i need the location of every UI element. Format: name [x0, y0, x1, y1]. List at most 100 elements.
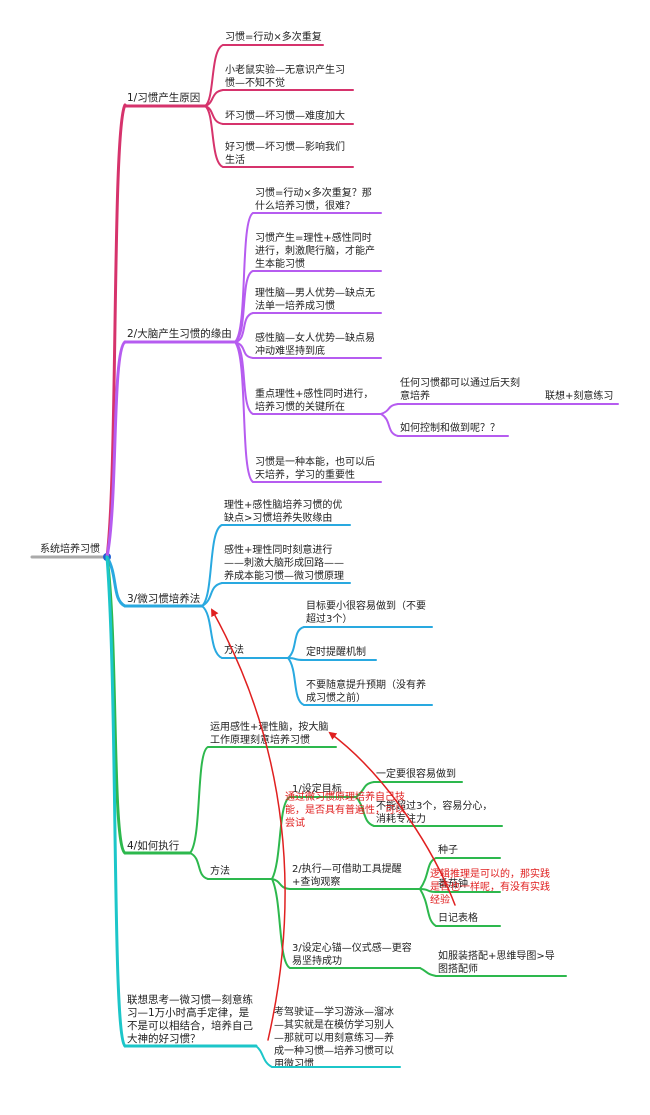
branch-label: 联想思考—微习惯—刻意练习—1万小时高手定律，是不是可以相结合，培养自己大神的好… [127, 993, 253, 1045]
note-text: 通过微习惯原理培养自己技能，是否具有普遍性，可以尝试 [285, 790, 405, 829]
method-reminder[interactable]: 定时提醒机制 [303, 645, 377, 661]
arrow-to-micro-habit [211, 608, 286, 1041]
connector [204, 89, 224, 107]
topic-apply-brain[interactable]: 运用感性+理性脑，按大脑工作原理刻意培养习惯 [207, 720, 337, 748]
branch-label: 4/如何执行 [127, 839, 180, 852]
topic-text: 如何控制和做到呢？？ [400, 421, 500, 434]
topic-rational-emotional[interactable]: 习惯产生=理性+感性同时进行，刺激爬行脑，才能产生本能习惯 [252, 231, 382, 272]
topic-text: 习惯是一种本能，也可以后天培养，学习的重要性 [255, 455, 375, 481]
goal-easy[interactable]: 一定要很容易做到 [373, 767, 463, 783]
topic-text: 方法 [224, 643, 244, 656]
topic-pros-cons[interactable]: 理性+感性脑培养习惯的优缺点>习惯培养失败缘由 [221, 498, 351, 526]
topic-emotional-brain[interactable]: 感性脑—女人优势—缺点易冲动难坚持到底 [252, 331, 382, 359]
connector [204, 105, 224, 168]
annotation-note-2: 逻辑推理是可以的，那实践是否也一样呢，有没有实践经验 [430, 867, 550, 906]
connector [419, 967, 437, 977]
connector [355, 781, 375, 798]
topic-text: 理性脑—男人优势—缺点无法单一培养成习惯 [255, 286, 375, 312]
method-set-goal[interactable]: 1/设定目标 [289, 782, 357, 798]
connector [271, 796, 291, 880]
topic-text: 考驾驶证—学习游泳—溜冰—其实就是在模仿学习别人—那就可以用刻意练习—养成一种习… [274, 1005, 394, 1070]
connector [234, 212, 254, 343]
topic-text: 不要随意提升预期（没有养成习惯之前） [306, 678, 426, 704]
tool-seed[interactable]: 种子 [435, 843, 501, 859]
method-no-raise[interactable]: 不要随意提升预期（没有养成习惯之前） [303, 678, 433, 706]
connector [201, 524, 223, 607]
topic-hard-to-build[interactable]: 习惯=行动×多次重复？那什么培养习惯，很难？ [252, 186, 382, 214]
subtopic-association-practice[interactable]: 联想+刻意练习 [541, 389, 619, 405]
topic-habit-formula[interactable]: 习惯=行动×多次重复 [222, 30, 324, 46]
topic-text: 一定要很容易做到 [376, 767, 456, 780]
topic-mouse-experiment[interactable]: 小老鼠实验—无意识产生习惯—不知不觉 [222, 63, 354, 91]
connector [380, 413, 399, 437]
subtopic-acquired-training[interactable]: 任何习惯都可以通过后天刻意培养 [397, 376, 543, 405]
connector [355, 796, 375, 827]
topic-text: 目标要小很容易做到（不要超过3个） [306, 599, 426, 625]
topic-bad-habits[interactable]: 坏习惯—坏习惯—难度加大 [222, 109, 354, 125]
connector [287, 657, 305, 706]
branch-2[interactable]: 2/大脑产生习惯的缘由 习惯=行动×多次重复？那什么培养习惯，很难？ 习惯产生=… [105, 186, 619, 559]
branch-4[interactable]: 4/如何执行 运用感性+理性脑，按大脑工作原理刻意培养习惯 方法 1/设定目标 … [105, 555, 567, 977]
connector [287, 657, 305, 661]
goal-max-three[interactable]: 不能超过3个，容易分心，消耗专注力 [373, 799, 503, 827]
topic-text: 1/设定目标 [292, 782, 342, 795]
connector [287, 626, 305, 659]
connector [255, 1045, 273, 1068]
tool-pomodoro[interactable]: 番茄钟 [435, 877, 501, 893]
connector [234, 270, 254, 343]
method-small-goals[interactable]: 目标要小很容易做到（不要超过3个） [303, 599, 433, 628]
topic-text: 好习惯—坏习惯—影响我们生活 [225, 140, 345, 166]
connector [419, 888, 437, 893]
branch-5[interactable]: 联想思考—微习惯—刻意练习—1万小时高手定律，是不是可以相结合，培养自己大神的好… [105, 555, 401, 1070]
anchor-example[interactable]: 如服装搭配+思维导图>导图搭配师 [435, 949, 567, 977]
topic-text: 日记表格 [438, 911, 478, 924]
topic-text: 理性+感性脑培养习惯的优缺点>习惯培养失败缘由 [224, 498, 342, 524]
topic-text: 2/执行—可借助工具提醒+查询观察 [292, 862, 402, 888]
root-node[interactable]: 系统培养习惯 [30, 542, 111, 561]
topic-text: 习惯产生=理性+感性同时进行，刺激爬行脑，才能产生本能习惯 [255, 231, 375, 270]
subtopic-how-to-control[interactable]: 如何控制和做到呢？？ [397, 421, 509, 437]
topic-key-point[interactable]: 重点理性+感性同时进行，培养习惯的关键所在 [252, 387, 382, 415]
branch-1[interactable]: 1/习惯产生原因 习惯=行动×多次重复 小老鼠实验—无意识产生习惯—不知不觉 坏… [105, 30, 354, 559]
topic-micro-habit-principle[interactable]: 感性+理性同时刻意进行——刺激大脑形成回路——养成本能习惯—微习惯原理 [221, 543, 351, 584]
connector [234, 312, 254, 343]
connector [204, 44, 224, 107]
topic-instinct[interactable]: 习惯是一种本能，也可以后天培养，学习的重要性 [252, 455, 382, 483]
branch-label: 2/大脑产生习惯的缘由 [127, 327, 232, 340]
connector [380, 403, 399, 415]
topic-good-habits[interactable]: 好习惯—坏习惯—影响我们生活 [222, 140, 354, 168]
topic-text: 运用感性+理性脑，按大脑工作原理刻意培养习惯 [210, 720, 328, 746]
connector [189, 746, 209, 854]
topic-text: 任何习惯都可以通过后天刻意培养 [400, 376, 520, 402]
topic-text: 感性+理性同时刻意进行——刺激大脑形成回路——养成本能习惯—微习惯原理 [224, 543, 344, 582]
topic-text: 3/设定心锚—仪式感—更容易坚持成功 [292, 941, 412, 967]
topic-text: 方法 [210, 864, 230, 877]
arrow-to-brain-principle [328, 731, 456, 906]
topic-text: 坏习惯—坏习惯—难度加大 [225, 109, 345, 122]
branch-3[interactable]: 3/微习惯培养法 理性+感性脑培养习惯的优缺点>习惯培养失败缘由 感性+理性同时… [105, 498, 433, 706]
tool-diary[interactable]: 日记表格 [435, 911, 501, 927]
topic-text: 感性脑—女人优势—缺点易冲动难坚持到底 [255, 331, 375, 357]
method-execute[interactable]: 2/执行—可借助工具提醒+查询观察 [289, 862, 421, 890]
topic-text: 重点理性+感性同时进行，培养习惯的关键所在 [255, 387, 373, 413]
topic-learning-example[interactable]: 考驾驶证—学习游泳—溜冰—其实就是在模仿学习别人—那就可以用刻意练习—养成一种习… [271, 1005, 401, 1070]
connector [189, 852, 209, 880]
annotation-arrows [211, 608, 456, 1041]
topic-text: 习惯=行动×多次重复？那什么培养习惯，很难？ [255, 186, 372, 212]
topic-rational-brain[interactable]: 理性脑—男人优势—缺点无法单一培养成习惯 [252, 286, 382, 314]
connector [271, 878, 291, 890]
topic-method[interactable]: 方法 [207, 864, 273, 880]
connector [201, 582, 223, 607]
topic-text: 联想+刻意练习 [545, 389, 613, 402]
connector [419, 888, 437, 927]
topic-text: 不能超过3个，容易分心，消耗专注力 [376, 799, 492, 825]
connector [105, 555, 127, 608]
topic-method[interactable]: 方法 [221, 643, 289, 659]
method-anchor[interactable]: 3/设定心锚—仪式感—更容易坚持成功 [289, 941, 421, 969]
connector [234, 341, 254, 415]
branch-label: 1/习惯产生原因 [127, 91, 200, 104]
topic-text: 如服装搭配+思维导图>导图搭配师 [438, 949, 555, 975]
connector [271, 878, 291, 969]
root-label: 系统培养习惯 [40, 542, 100, 555]
